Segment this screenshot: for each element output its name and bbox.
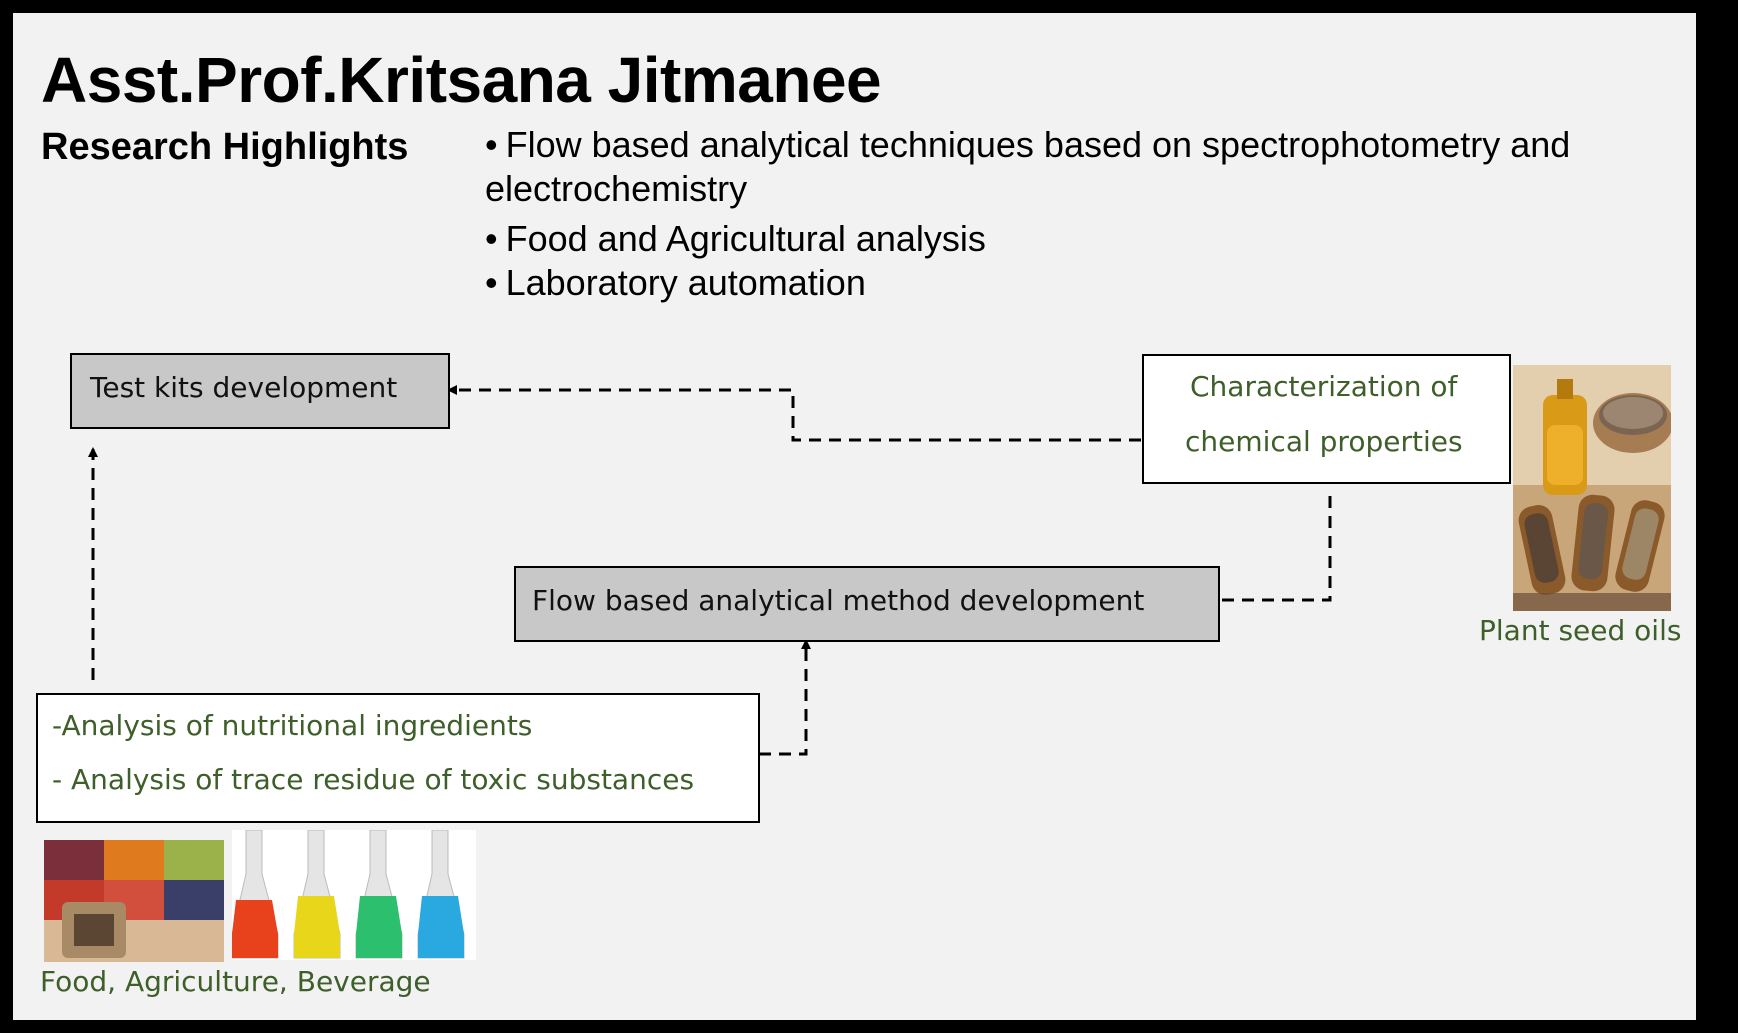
arrow-characterization-to-testkits — [447, 385, 1141, 442]
highlights-list: •Flow based analytical techniques based … — [485, 123, 1635, 305]
highlight-item: •Flow based analytical techniques based … — [485, 123, 1635, 211]
highlight-text: Flow based analytical techniques based o… — [485, 124, 1571, 209]
seeds-oil-image — [1513, 365, 1671, 611]
page-title: Asst.Prof.Kritsana Jitmanee — [41, 44, 882, 116]
arrow-characterization-to-flowmethod — [1207, 496, 1332, 605]
characterization-box: Characterization of chemical properties — [1142, 354, 1511, 484]
bottle-yellow — [293, 830, 341, 959]
bullet-icon: • — [485, 124, 498, 165]
test-kits-box: Test kits development — [70, 353, 450, 429]
plant-seed-oils-caption: Plant seed oils — [1479, 614, 1682, 647]
flow-method-box: Flow based analytical method development — [514, 566, 1220, 642]
arrow-analysis-to-flowmethod — [759, 639, 811, 756]
bullet-icon: • — [485, 218, 498, 259]
highlight-item: •Laboratory automation — [485, 261, 1635, 305]
beverage-bottles-image — [232, 830, 476, 960]
analysis-label-line2: - Analysis of trace residue of toxic sub… — [52, 763, 695, 796]
bottle-blue — [417, 830, 465, 959]
highlight-text: Food and Agricultural analysis — [505, 218, 986, 259]
section-heading: Research Highlights — [41, 126, 409, 168]
highlight-text: Laboratory automation — [505, 262, 866, 303]
analysis-label-line1: -Analysis of nutritional ingredients — [52, 709, 533, 742]
analysis-box: -Analysis of nutritional ingredients - A… — [36, 693, 760, 823]
characterization-label-line2: chemical properties — [1185, 425, 1463, 458]
bottle-green — [355, 830, 403, 959]
food-agriculture-beverage-caption: Food, Agriculture, Beverage — [40, 965, 431, 998]
flow-method-label: Flow based analytical method development — [532, 584, 1145, 617]
bottle-red — [232, 830, 279, 959]
test-kits-label: Test kits development — [90, 371, 398, 404]
connector-arrows — [88, 385, 1332, 756]
food-market-image — [44, 840, 224, 962]
characterization-label-line1: Characterization of — [1190, 370, 1458, 403]
bullet-icon: • — [485, 262, 498, 303]
slide: Asst.Prof.Kritsana Jitmanee Research Hig… — [13, 13, 1696, 1020]
highlight-item: •Food and Agricultural analysis — [485, 217, 1635, 261]
